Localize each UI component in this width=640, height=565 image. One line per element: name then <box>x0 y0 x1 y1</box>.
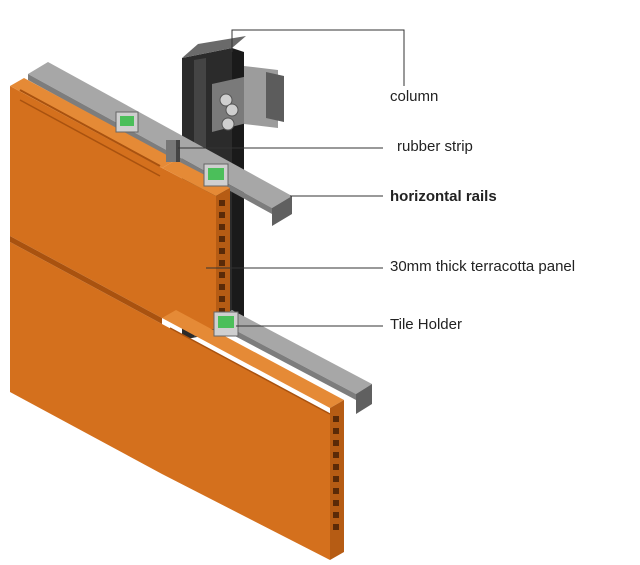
bolt-bottom <box>221 117 235 131</box>
rubber-strip <box>166 140 180 162</box>
tile-holder-clip-1 <box>115 111 139 133</box>
leader-column <box>231 29 405 86</box>
horizontal-rail-lower <box>216 310 372 414</box>
tile-holder-clip-2 <box>203 163 229 187</box>
label-tile-holder: Tile Holder <box>390 316 462 333</box>
terracotta-panel-lower-right <box>162 310 344 560</box>
panel-hollow-cores-lower <box>333 416 339 530</box>
leader-lines <box>178 29 405 327</box>
tile-holder-clip-3 <box>213 311 239 337</box>
label-horizontal-rails: horizontal rails <box>390 188 497 205</box>
terracotta-panel-lower-left <box>10 236 162 474</box>
label-rubber-strip: rubber strip <box>397 138 473 155</box>
label-panel: 30mm thick terracotta panel <box>390 258 576 275</box>
bolt-middle <box>225 103 239 117</box>
terracotta-panel-upper-right <box>162 160 230 330</box>
label-column: column <box>390 88 439 105</box>
terracotta-panel-upper-left <box>10 78 176 318</box>
bolt-top <box>219 93 233 107</box>
column-bracket <box>212 66 284 132</box>
panel-hollow-cores-upper <box>219 200 225 314</box>
